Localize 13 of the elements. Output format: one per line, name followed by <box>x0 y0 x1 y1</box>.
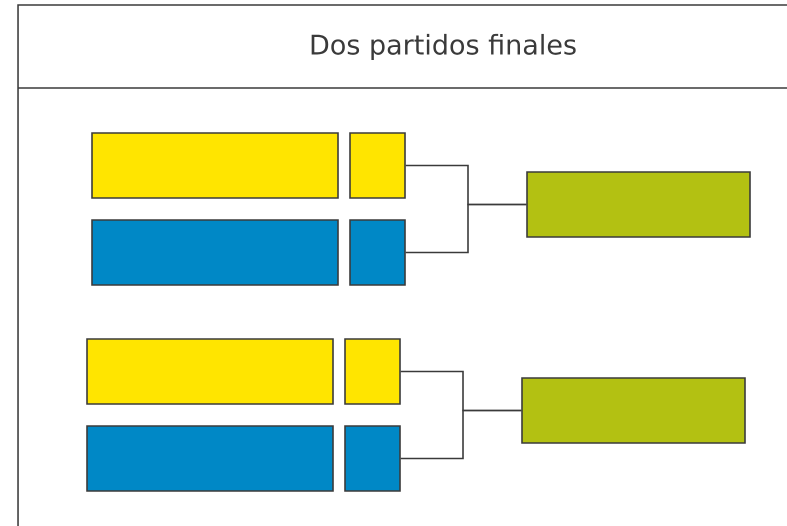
winner-slot <box>526 171 751 238</box>
name-slot <box>86 338 334 405</box>
title: Dos partidos finales <box>312 34 576 60</box>
score-slot <box>344 425 401 492</box>
name-slot <box>91 132 339 199</box>
bracket-line <box>406 204 526 254</box>
winner-slot <box>521 377 746 444</box>
name-slot <box>86 425 334 492</box>
name-slot <box>91 219 339 286</box>
score-slot <box>349 132 406 199</box>
score-slot <box>349 219 406 286</box>
bracket-line <box>400 410 522 460</box>
score-slot <box>344 338 401 405</box>
